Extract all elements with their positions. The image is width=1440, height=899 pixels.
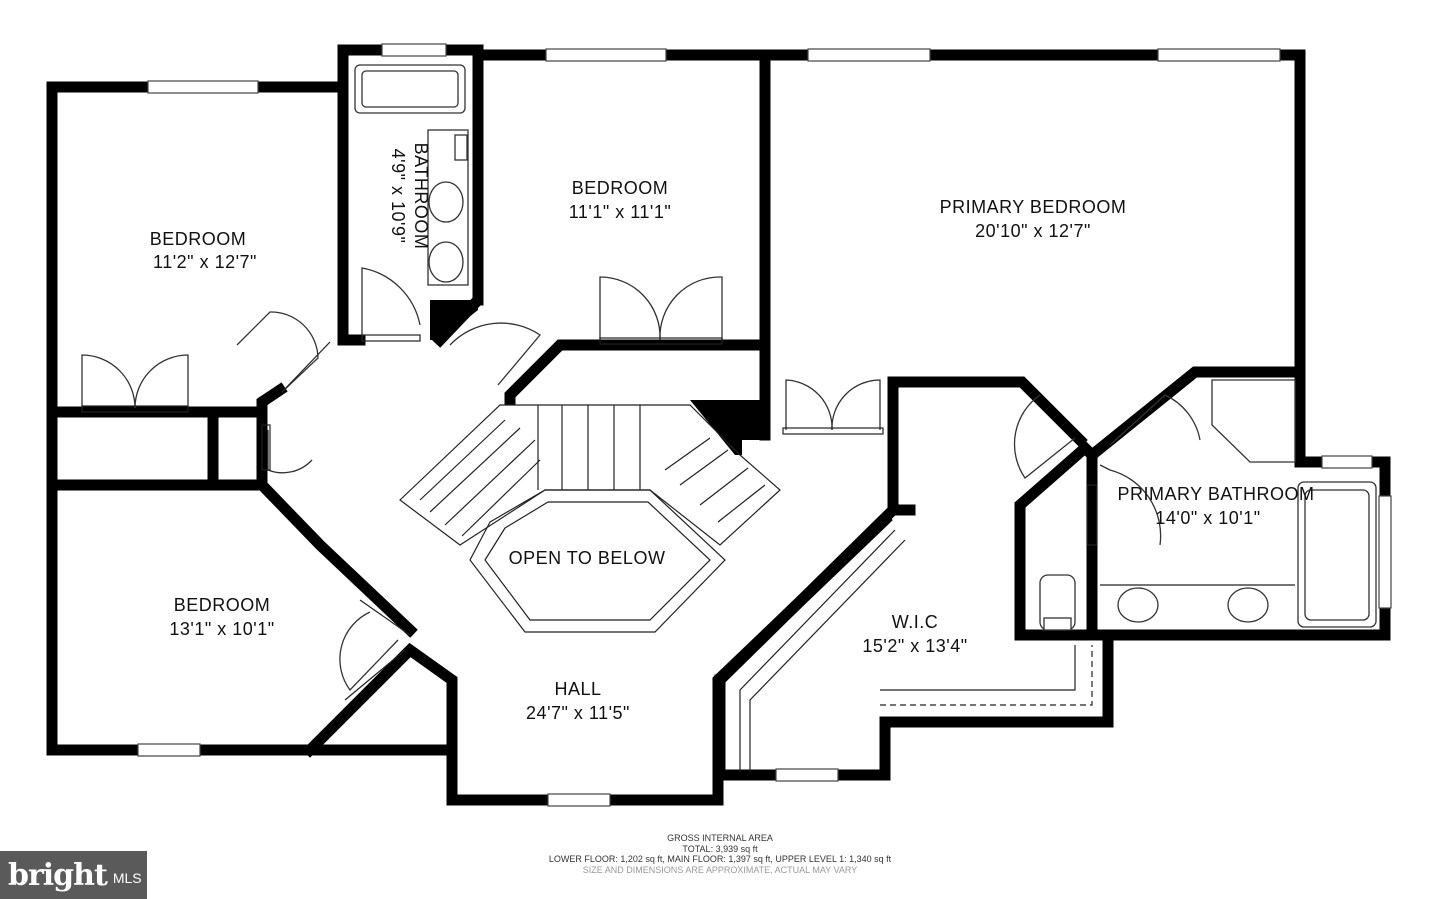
primary-bathroom-name: PRIMARY BATHROOM [1117, 484, 1314, 504]
area-heading: GROSS INTERNAL AREA [667, 833, 773, 843]
wall-wedge [690, 400, 765, 455]
area-total: TOTAL: 3,939 sq ft [682, 843, 758, 854]
open-to-below-label: OPEN TO BELOW [509, 548, 666, 568]
windows [137, 43, 1392, 807]
staircase [399, 404, 781, 633]
bright-mls-logo: bright MLS [0, 851, 147, 899]
area-floors: LOWER FLOOR: 1,202 sq ft, MAIN FLOOR: 1,… [548, 854, 892, 864]
wall-wedge [430, 300, 478, 340]
wic-dims: 15'2" x 13'4" [862, 636, 967, 656]
wic-shelves [739, 529, 1093, 772]
bedroom-nw-dims: 11'2" x 12'7" [153, 252, 257, 272]
area-summary: GROSS INTERNAL AREA TOTAL: 3,939 sq ft L… [440, 833, 1000, 875]
wic-name: W.I.C [892, 612, 939, 632]
bedroom-n-name: BEDROOM [572, 178, 669, 198]
primary-bathroom-dims: 14'0" x 10'1" [1155, 508, 1260, 528]
primary-bedroom-name: PRIMARY BEDROOM [940, 197, 1127, 217]
bedroom-nw-name: BEDROOM [150, 229, 247, 249]
logo-brand: bright [8, 857, 108, 893]
bathroom-dims: 4'9" x 10'9" [388, 149, 408, 244]
bedroom-n-dims: 11'1" x 11'1" [569, 202, 672, 222]
hall-name: HALL [554, 679, 601, 699]
logo-suffix: MLS [112, 870, 142, 886]
bedroom-sw-dims: 13'1" x 10'1" [169, 619, 274, 639]
doors [81, 267, 1201, 701]
hall-dims: 24'7" x 11'5" [526, 703, 630, 723]
bedroom-sw-name: BEDROOM [174, 595, 271, 615]
bathroom-name: BATHROOM [411, 143, 431, 250]
area-disclaimer: SIZE AND DIMENSIONS ARE APPROXIMATE, ACT… [582, 864, 858, 875]
primary-bedroom-dims: 20'10" x 12'7" [975, 221, 1091, 241]
bathroom-fixtures [354, 64, 1377, 631]
